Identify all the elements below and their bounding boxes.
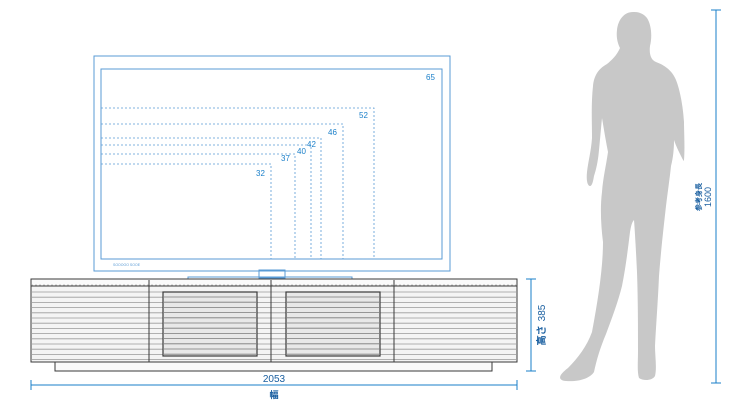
height-label: 高さ [535,325,548,345]
tv-37-outline [100,153,296,260]
person-silhouette-shape [560,12,685,382]
tv-board-door-left [162,291,258,357]
width-value: 2053 [263,374,286,385]
tv-32-outline [100,163,272,260]
tv-brand-mark: SOOOOO SOOE [113,263,141,267]
tv-size-label-42: 42 [307,140,316,149]
person-silhouette [560,12,685,382]
width-dimension: 2053 幅 [30,374,518,400]
tv-size-label-32: 32 [256,169,265,178]
tv-size-label-46: 46 [328,128,337,137]
tv-size-label-37: 37 [281,154,290,163]
tv-board-slats [31,291,517,361]
tv-65-panel [100,68,443,260]
person-height-label: 参考身長 [694,182,703,211]
tv-size-label-40: 40 [297,147,306,156]
tv-size-label-65: 65 [426,73,435,82]
tv-stand-neck [258,269,286,279]
tv-screens: SOOOOO SOOE 65 52 46 42 40 37 32 [93,55,451,282]
tv-board-plinth [54,361,493,372]
tv-board-door-right [285,291,381,357]
width-label: 幅 [269,389,278,400]
tv-40-outline [100,144,312,260]
person-height-dimension: 参考身長 1600 [694,9,721,384]
tv-board-door-slats [164,296,379,355]
person-height-value: 1600 [703,187,713,207]
height-dimension: 高さ 385 [526,278,548,372]
height-text: 高さ 385 [535,304,548,345]
height-value: 385 [537,304,548,321]
tv-board [30,278,518,372]
tv-size-label-52: 52 [359,111,368,120]
tv-65-bezel [93,55,451,272]
